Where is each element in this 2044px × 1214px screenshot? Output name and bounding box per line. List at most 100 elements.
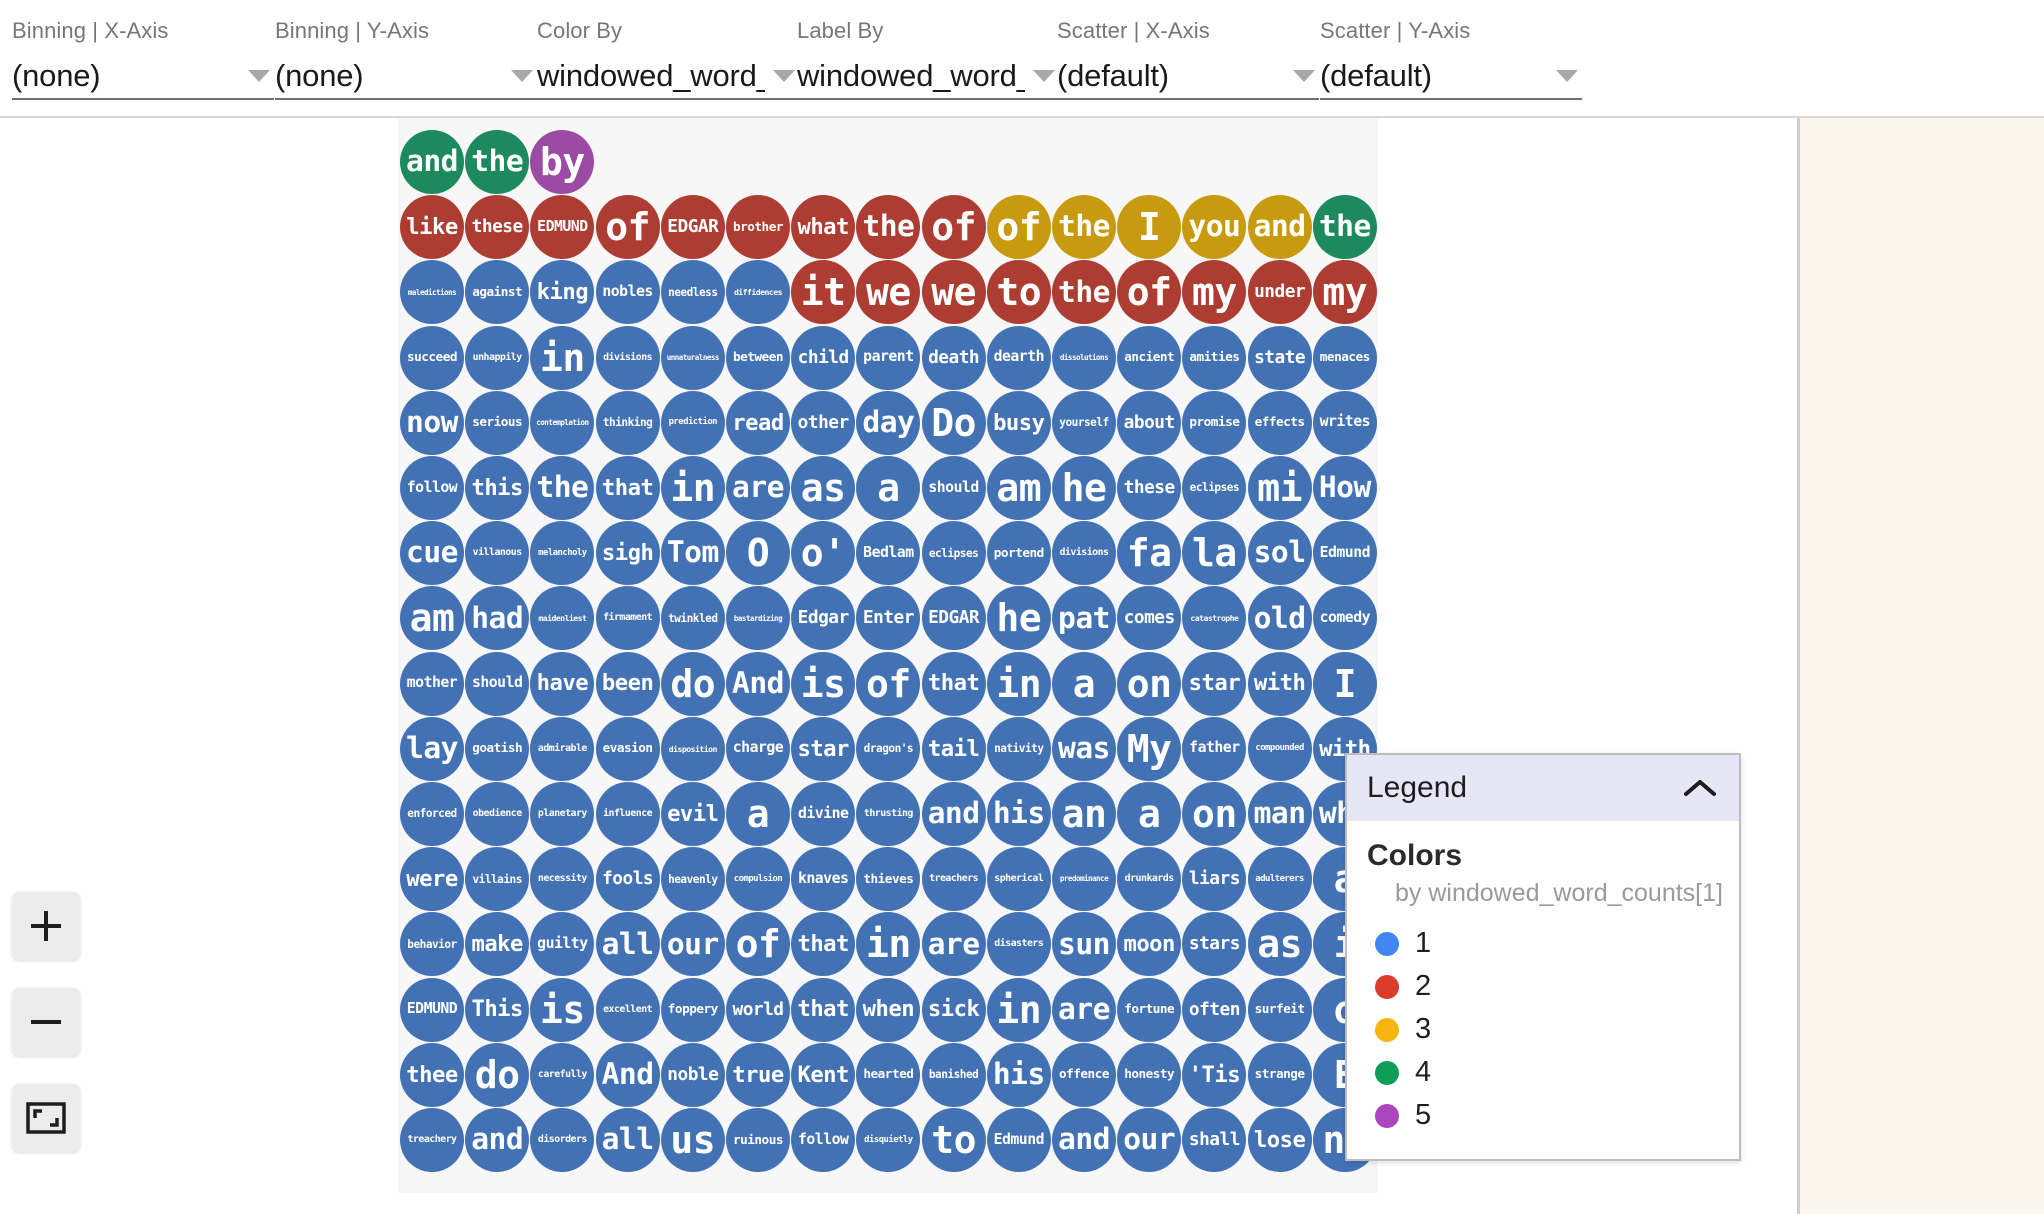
bubble-point[interactable]: EDMUND (400, 977, 464, 1042)
bubble-point[interactable]: as (1247, 912, 1312, 977)
bubble-point[interactable]: treachers (921, 847, 986, 912)
bubble-point[interactable]: are (1052, 977, 1116, 1042)
bubble-point[interactable]: stars (1182, 912, 1247, 977)
bubble-point[interactable]: am (986, 456, 1051, 520)
select-binning-x-axis[interactable]: (none) (12, 54, 274, 100)
bubble-point[interactable]: Do (921, 390, 986, 455)
bubble-point[interactable]: strange (1247, 1042, 1312, 1107)
bubble-point[interactable]: comedy (1312, 586, 1377, 651)
bubble-point[interactable]: yourself (1052, 390, 1116, 455)
bubble-point[interactable]: sick (921, 977, 986, 1042)
bubble-point[interactable]: divine (791, 782, 856, 846)
bubble-point[interactable]: am (400, 586, 464, 651)
zoom-out-button[interactable] (12, 988, 80, 1056)
bubble-point[interactable]: and (400, 130, 464, 194)
bubble-point[interactable]: shall (1182, 1108, 1247, 1172)
bubble-point[interactable]: are (921, 912, 986, 977)
bubble-point[interactable]: maledictions (400, 260, 464, 325)
bubble-point[interactable]: when (856, 977, 921, 1042)
bubble-point[interactable]: are (726, 456, 790, 520)
bubble-point[interactable]: man (1247, 782, 1312, 846)
bubble-point[interactable]: a (1117, 782, 1182, 846)
bubble-point[interactable]: villanous (465, 521, 530, 586)
bubble-point[interactable]: as (791, 456, 856, 520)
bubble-point[interactable]: of (726, 912, 790, 977)
bubble-point[interactable]: in (986, 651, 1051, 716)
bubble-point[interactable]: my (1182, 260, 1247, 325)
bubble-point[interactable]: my (1312, 260, 1377, 325)
bubble-point[interactable]: and (921, 782, 986, 846)
select-binning-y-axis[interactable]: (none) (275, 54, 537, 100)
bubble-point[interactable]: EDGAR (921, 586, 986, 651)
bubble-point[interactable]: maidenliest (530, 586, 595, 651)
bubble-point[interactable]: And (726, 651, 790, 716)
bubble-point[interactable]: king (530, 260, 595, 325)
bubble-point[interactable]: portend (986, 521, 1051, 586)
bubble-point[interactable]: of (1117, 260, 1182, 325)
bubble-point[interactable]: amities (1182, 325, 1247, 390)
bubble-point[interactable]: a (1052, 651, 1116, 716)
legend-panel[interactable]: Legend Colors by windowed_word_counts[1]… (1345, 753, 1741, 1161)
bubble-point[interactable]: evil (660, 782, 725, 846)
bubble-point[interactable]: excellent (595, 977, 660, 1042)
bubble-point[interactable]: admirable (530, 716, 595, 781)
bubble-point[interactable]: all (595, 912, 660, 977)
bubble-point[interactable]: twinkled (660, 586, 725, 651)
bubble-point[interactable]: firmament (595, 586, 660, 651)
bubble-point[interactable]: the (1052, 260, 1116, 325)
bubble-point[interactable]: like (400, 195, 464, 260)
bubble-point[interactable]: effects (1247, 390, 1312, 455)
bubble-point[interactable]: compulsion (726, 847, 790, 912)
bubble-point[interactable]: of (986, 195, 1051, 260)
bubble-point[interactable]: world (726, 977, 790, 1042)
bubble-point[interactable]: Edmund (986, 1108, 1051, 1172)
bubble-point[interactable]: follow (400, 456, 464, 520)
bubble-point[interactable]: parent (856, 325, 921, 390)
bubble-point[interactable]: nativity (986, 716, 1051, 781)
bubble-point[interactable]: o' (791, 521, 856, 586)
bubble-point[interactable]: sigh (595, 521, 660, 586)
bubble-point[interactable]: busy (986, 390, 1051, 455)
legend-entry-5[interactable]: 5 (1347, 1094, 1739, 1137)
bubble-point[interactable]: read (726, 390, 790, 455)
bubble-point[interactable]: star (1182, 651, 1247, 716)
bubble-point[interactable]: offence (1052, 1042, 1116, 1107)
bubble-point[interactable]: make (465, 912, 530, 977)
bubble-point[interactable]: brother (726, 195, 790, 260)
bubble-point[interactable]: with (1247, 651, 1312, 716)
bubble-point[interactable]: cue (400, 521, 464, 586)
bubble-point[interactable]: carefully (530, 1042, 595, 1107)
bubble-point[interactable]: the (530, 456, 595, 520)
bubble-point[interactable]: heavenly (660, 847, 725, 912)
bubble-point[interactable]: and (1052, 1108, 1116, 1172)
bubble-point[interactable]: serious (465, 390, 530, 455)
bubble-point[interactable]: between (726, 325, 790, 390)
bubble-point[interactable]: that (921, 651, 986, 716)
bubble-point[interactable]: day (856, 390, 921, 455)
bubble-point[interactable]: disposition (660, 716, 725, 781)
bubble-point[interactable]: villains (465, 847, 530, 912)
bubble-point[interactable]: and (465, 1108, 530, 1172)
bubble-point[interactable]: goatish (465, 716, 530, 781)
bubble-point[interactable]: of (921, 195, 986, 260)
select-color-by[interactable]: windowed_word_c (537, 54, 799, 100)
bubble-point[interactable]: and (1247, 195, 1312, 260)
bubble-point[interactable]: have (530, 651, 595, 716)
bubble-point[interactable]: mother (400, 651, 464, 716)
bubble-point[interactable]: This (465, 977, 530, 1042)
bubble-point[interactable]: death (921, 325, 986, 390)
bubble-point[interactable]: disasters (986, 912, 1051, 977)
bubble-point[interactable]: I (1312, 651, 1377, 716)
bubble-point[interactable]: state (1247, 325, 1312, 390)
bubble-point[interactable]: drunkards (1117, 847, 1182, 912)
bubble-point[interactable]: his (986, 782, 1051, 846)
bubble-point[interactable]: these (465, 195, 530, 260)
bubble-point[interactable]: divisions (595, 325, 660, 390)
bubble-point[interactable]: often (1182, 977, 1247, 1042)
bubble-point[interactable]: influence (595, 782, 660, 846)
bubble-point[interactable]: spherical (986, 847, 1051, 912)
bubble-point[interactable]: hearted (856, 1042, 921, 1107)
bubble-point[interactable]: should (921, 456, 986, 520)
